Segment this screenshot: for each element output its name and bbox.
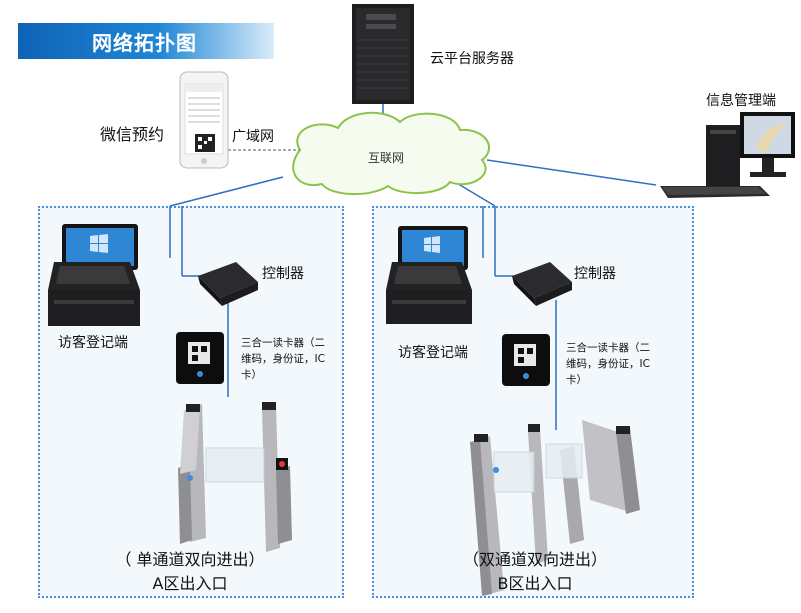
zone-b-caption-line1: （双通道双向进出） (462, 550, 607, 569)
zone-a-reader-line3: 卡） (241, 369, 262, 381)
zone-b-caption: （双通道双向进出） B区出入口 (420, 546, 650, 594)
title-banner (18, 23, 274, 59)
zone-a-caption: （ 单通道双向进出） A区出入口 (60, 546, 320, 594)
card-reader-a-icon (176, 332, 224, 384)
admin-label: 信息管理端 (706, 93, 776, 109)
admin-computer-icon (660, 112, 795, 198)
zone-a-caption-line2: A区出入口 (152, 574, 228, 593)
zone-a-controller-label: 控制器 (262, 266, 304, 282)
controller-b-icon (512, 262, 572, 306)
card-reader-b-icon (502, 334, 550, 386)
turnstile-b-icon (470, 420, 640, 596)
visitor-terminal-a-icon (48, 224, 140, 326)
controller-a-icon (198, 262, 258, 306)
turnstile-a-icon (178, 402, 292, 552)
wechat-label: 微信预约 (100, 125, 165, 144)
phone-icon (179, 71, 229, 169)
zone-a-reader-line1: 三合一读卡器（二 (241, 337, 325, 349)
zone-a-reader-line2: 维码，身份证，IC (241, 353, 325, 365)
internet-label: 互联网 (368, 151, 405, 165)
zone-b-reader-line3: 卡） (566, 374, 587, 386)
wan-label: 广域网 (232, 129, 274, 145)
zone-b-terminal-label: 访客登记端 (398, 345, 468, 361)
zone-b-controller-label: 控制器 (574, 266, 616, 282)
zone-b-reader-label: 三合一读卡器（二 维码，身份证，IC 卡） (566, 340, 666, 388)
zone-a-terminal-label: 访客登记端 (58, 335, 128, 351)
zone-b-reader-line2: 维码，身份证，IC (566, 358, 650, 370)
visitor-terminal-b-icon (386, 226, 472, 324)
internet-cloud-icon (292, 111, 490, 196)
zone-b-reader-line1: 三合一读卡器（二 (566, 342, 650, 354)
zone-a-caption-line1: （ 单通道双向进出） (115, 550, 265, 569)
server-label: 云平台服务器 (430, 51, 514, 67)
zone-b-caption-line2: B区出入口 (497, 574, 573, 593)
page-title: 网络拓扑图 (92, 31, 197, 55)
zone-a-reader-label: 三合一读卡器（二 维码，身份证，IC 卡） (241, 335, 337, 383)
server-icon (352, 4, 414, 104)
